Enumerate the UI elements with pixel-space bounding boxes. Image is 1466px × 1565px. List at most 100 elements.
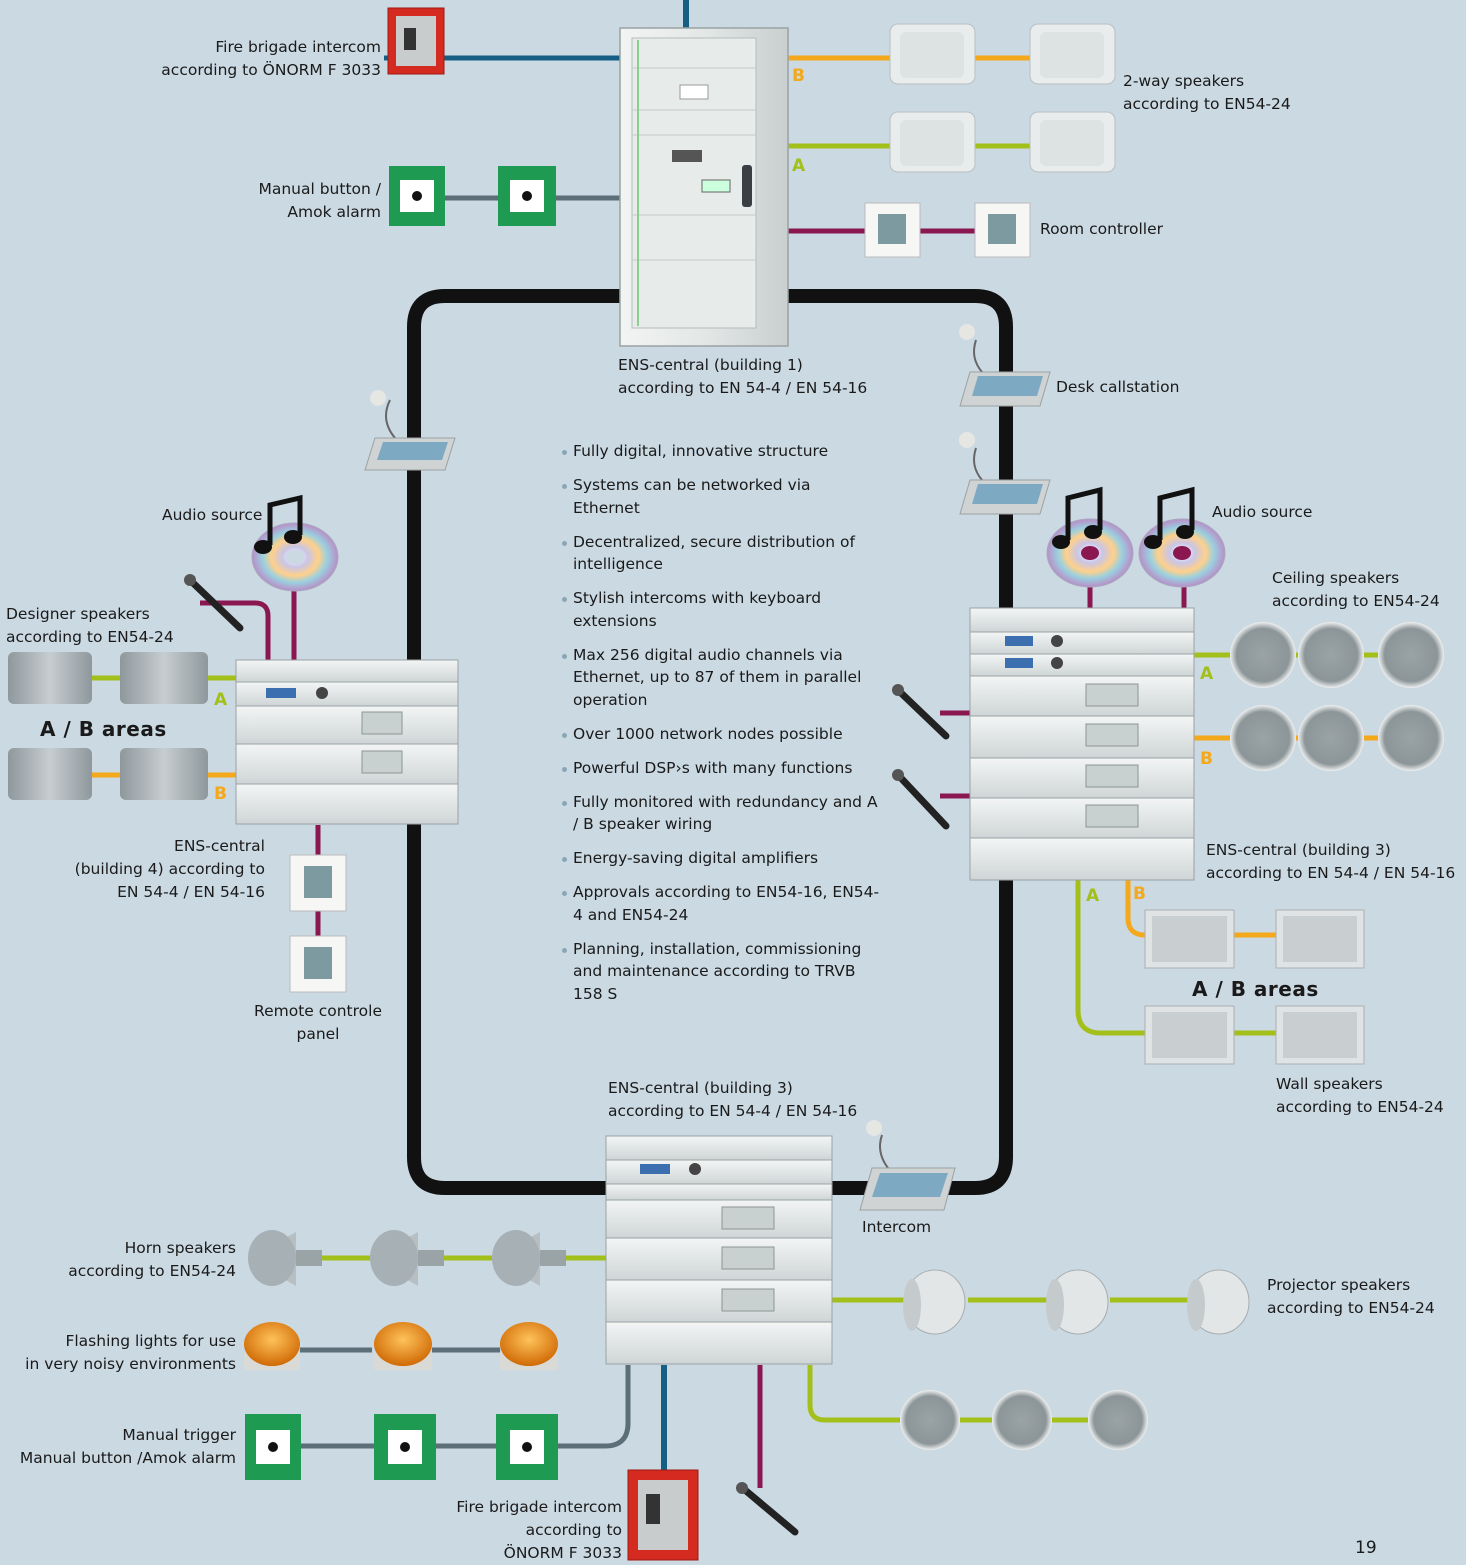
ens-central-building-4 [235,659,459,825]
wall-speaker-1 [1144,909,1235,969]
ens-central-rack [619,27,789,347]
microphone-bottom [736,1482,799,1536]
ceiling-speaker-bottom-1 [900,1390,960,1450]
room-controller-label: Room controller [1040,220,1164,238]
microphone-right-1 [892,684,950,740]
two-way-speaker-2 [1029,23,1116,85]
feature-item: Systems can be networked via Ethernet [560,474,880,519]
line-tag-b: B [792,66,805,86]
desk-callstation-right-2 [959,432,1051,515]
line-tag-a: A [1200,664,1214,684]
wall-speaker-2 [1275,909,1365,969]
wall-speaker-4 [1275,1005,1365,1065]
intercom-callstation [859,1120,956,1211]
ab-areas-left-label: A / B areas [40,717,167,741]
ab-areas-right-label: A / B areas [1192,977,1319,1001]
desk-callstation-left [364,390,456,471]
feature-item: Stylish intercoms with keyboard extensio… [560,587,880,632]
ceiling-speaker-2 [1298,622,1364,688]
designer-speaker-2 [120,652,208,704]
feature-item: Planning, installation, commissioning an… [560,938,880,1006]
line-tag-b: B [1200,749,1213,769]
ceiling-speaker-5 [1298,705,1364,771]
flashing-light-2 [374,1322,432,1370]
designer-speaker-1 [8,652,92,704]
manual-trigger-1 [245,1414,301,1480]
horn-speaker-2 [370,1230,444,1286]
ceiling-speaker-1 [1230,622,1296,688]
ens-building-3-right-label: ENS-central (building 3)according to EN … [1206,841,1456,882]
feature-item: Fully monitored with redundancy and A / … [560,791,880,836]
feature-list: Fully digital, innovative structure Syst… [560,440,880,1017]
two-way-speaker-1 [889,23,976,85]
microphone-right-2 [892,769,950,830]
feature-item: Powerful DSP›s with many functions [560,757,880,780]
manual-button-top-1 [389,166,445,226]
two-way-speaker-3 [889,111,976,173]
two-way-speaker-4 [1029,111,1116,173]
fire-brigade-intercom-bottom [627,1469,699,1561]
flashing-light-1 [244,1322,300,1370]
ceiling-speaker-bottom-3 [1088,1390,1148,1450]
wall-speaker-3 [1144,1005,1235,1065]
line-tag-a: A [1086,886,1100,906]
line-tag-b: B [214,784,227,804]
line-tag-a: A [792,156,806,176]
flashing-light-3 [500,1322,558,1370]
horn-speaker-1 [248,1230,322,1286]
feature-item: Approvals according to EN54-16, EN54-4 a… [560,881,880,926]
desk-callstation-label: Desk callstation [1056,378,1180,396]
page-number: 19 [1355,1538,1377,1558]
ens-building-1-label: ENS-central (building 1)according to EN … [618,356,868,397]
manual-trigger-2 [374,1414,436,1480]
ceiling-speaker-3 [1378,622,1444,688]
audio-source-left-label: Audio source [162,506,263,524]
manual-button-label: Manual button /Amok alarm [258,180,381,221]
feature-item: Energy-saving digital amplifiers [560,847,880,870]
manual-button-top-2 [498,166,556,226]
ens-central-building-3-bottom [605,1135,833,1365]
feature-item: Over 1000 network nodes possible [560,723,880,746]
remote-control-panel-2 [289,935,347,993]
audio-source-cd-right-2 [1138,486,1226,588]
audio-source-cd-right-1 [1046,486,1134,588]
remote-control-panel-1 [289,854,347,912]
audio-source-cd-left [251,494,339,592]
microphone-left [184,574,244,632]
projector-speaker-2 [1046,1269,1109,1335]
designer-speaker-4 [120,748,208,800]
horn-speaker-3 [492,1230,566,1286]
room-controller-1 [864,202,921,258]
intercom-label: Intercom [862,1218,932,1236]
line-tag-a: A [214,690,228,710]
feature-item: Decentralized, secure distribution of in… [560,531,880,576]
room-controller-2 [974,202,1031,258]
feature-item: Fully digital, innovative structure [560,440,880,463]
ceiling-speaker-4 [1230,705,1296,771]
audio-source-right-label: Audio source [1212,503,1313,521]
fire-brigade-intercom-top [387,7,445,75]
ceiling-speaker-6 [1378,705,1444,771]
ens-building-3-bottom-label: ENS-central (building 3)according to EN … [608,1079,858,1120]
projector-speaker-3 [1187,1269,1250,1335]
ceiling-speaker-bottom-2 [992,1390,1052,1450]
designer-speaker-3 [8,748,92,800]
feature-item: Max 256 digital audio channels via Ether… [560,644,880,712]
desk-callstation-right-1 [959,324,1051,407]
ens-central-building-3-right [969,607,1195,881]
manual-trigger-3 [496,1414,558,1480]
line-tag-b: B [1133,884,1146,904]
projector-speaker-1 [903,1269,966,1335]
